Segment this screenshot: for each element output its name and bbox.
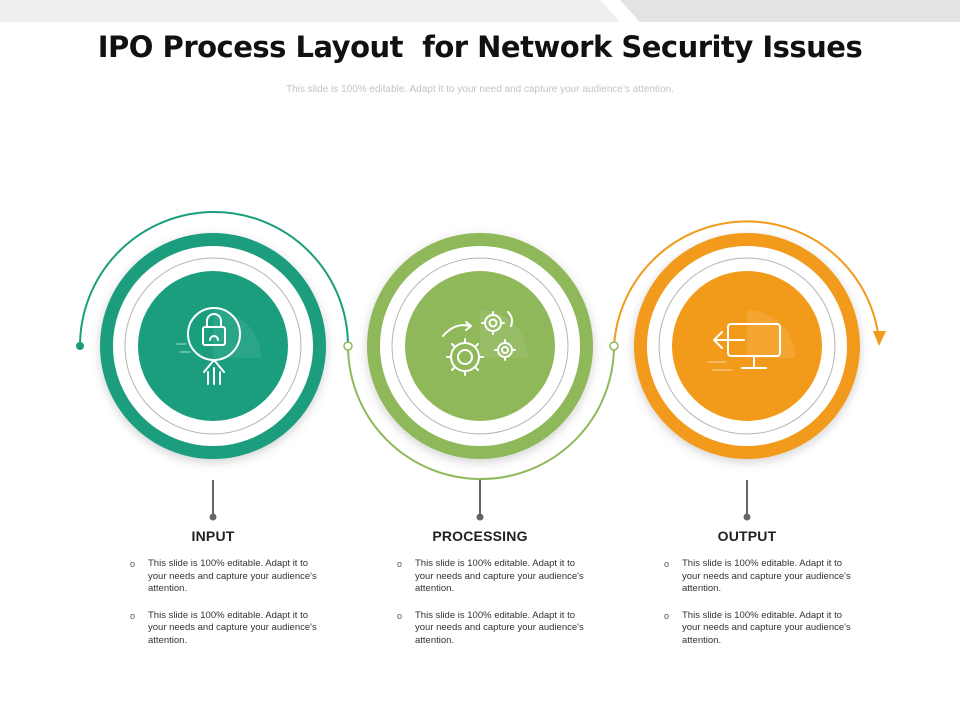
bullet-text: This slide is 100% editable. Adapt it to… xyxy=(415,558,584,594)
top-decoration-band xyxy=(0,0,960,22)
junction-dot-1 xyxy=(343,341,353,351)
output-label: OUTPUT xyxy=(717,528,777,544)
bullet-text: This slide is 100% editable. Adapt it to… xyxy=(148,609,317,646)
output-arrowhead xyxy=(873,331,886,346)
output-top-arc xyxy=(613,220,879,347)
lock-upload-icon xyxy=(175,307,241,385)
processing-bottom-arc xyxy=(347,345,615,480)
flow-arcs xyxy=(76,211,886,480)
monitor-output-icon xyxy=(707,323,781,371)
junction-dot-2 xyxy=(609,341,619,351)
bullet-text: This slide is 100% editable. Adapt it to… xyxy=(148,558,317,594)
stage-connectors xyxy=(209,480,751,521)
slide-subtitle: This slide is 100% editable. Adapt it to… xyxy=(286,84,674,95)
processing-circle xyxy=(367,233,593,459)
slide-title: IPO Process Layout for Network Security … xyxy=(97,30,863,64)
bullet-text: This slide is 100% editable. Adapt it to… xyxy=(415,609,584,646)
output-circle xyxy=(634,233,860,459)
gears-icon xyxy=(442,311,516,376)
processing-label: PROCESSING xyxy=(432,528,528,544)
bullet-text: This slide is 100% editable. Adapt it to… xyxy=(682,558,851,594)
bullet-text: This slide is 100% editable. Adapt it to… xyxy=(682,609,851,646)
input-circle xyxy=(100,233,326,459)
input-top-arc xyxy=(79,211,349,347)
input-label: INPUT xyxy=(191,528,235,544)
input-arc-start-dot xyxy=(76,342,84,350)
